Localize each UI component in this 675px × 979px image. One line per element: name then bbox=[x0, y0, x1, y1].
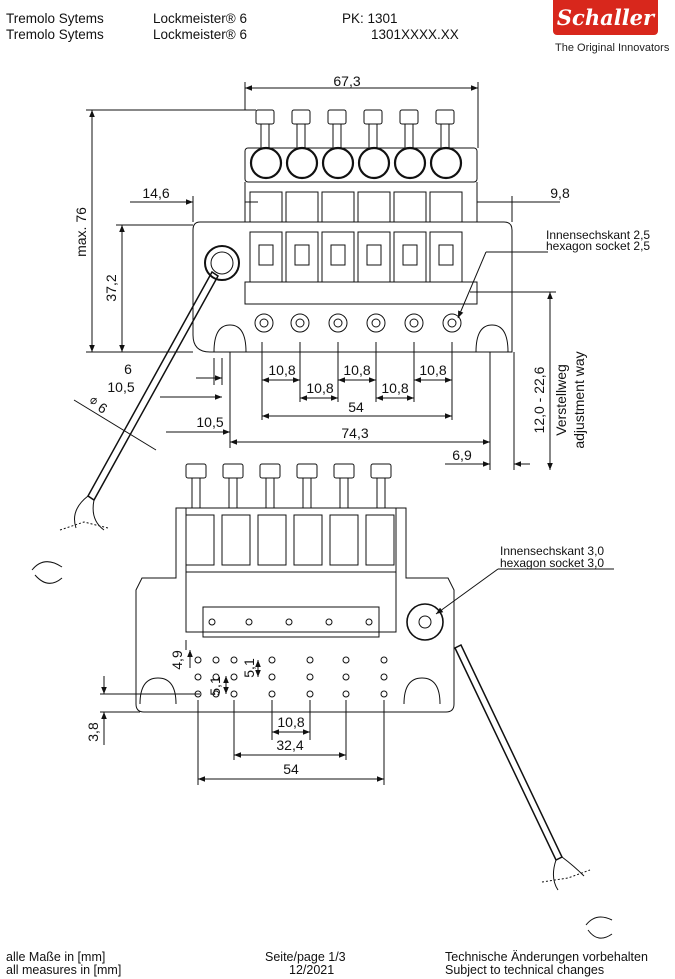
footer-units-en: all measures in [mm] bbox=[6, 963, 122, 977]
dim-spacing-5: 10,8 bbox=[419, 362, 446, 378]
dim-54-bottom: 54 bbox=[283, 761, 299, 777]
dim-9-8: 9,8 bbox=[550, 185, 570, 201]
dim-10-5-b: 10,5 bbox=[196, 414, 223, 430]
header-model-2: Lockmeister® 6 bbox=[153, 27, 247, 42]
header-article-number: 1301XXXX.XX bbox=[371, 27, 459, 42]
saddle-screws bbox=[254, 313, 462, 333]
dim-max-height: max. 76 bbox=[73, 207, 89, 257]
dim-overall-width: 67,3 bbox=[333, 73, 360, 89]
dim-10-8-bottom: 10,8 bbox=[277, 714, 304, 730]
schaller-logo: Schaller bbox=[553, 0, 658, 35]
saddles bbox=[244, 191, 478, 305]
dim-54-top: 54 bbox=[348, 399, 364, 415]
dim-74-3: 74,3 bbox=[341, 425, 368, 441]
base-plate-outline bbox=[192, 182, 513, 353]
logo-brand-text: Schaller bbox=[556, 5, 655, 30]
dim-spacing-3: 10,8 bbox=[343, 362, 370, 378]
arm-socket bbox=[204, 245, 240, 281]
top-view-dimensions bbox=[73, 82, 560, 470]
dim-6-9: 6,9 bbox=[452, 447, 472, 463]
dim-3-8: 3,8 bbox=[85, 722, 101, 742]
logo-tagline: The Original Innovators bbox=[555, 42, 670, 54]
dim-14-6: 14,6 bbox=[142, 185, 169, 201]
top-view bbox=[31, 109, 513, 584]
spring-holes bbox=[194, 656, 388, 698]
footer-notice-en: Subject to technical changes bbox=[445, 963, 605, 977]
string-lock-row bbox=[244, 146, 478, 183]
string-plate bbox=[202, 606, 380, 638]
fine-tuner-knobs bbox=[255, 109, 455, 149]
tremolo-arm-bottom bbox=[454, 643, 563, 862]
socket-3-0-de: Innensechskant 3,0 bbox=[500, 544, 604, 558]
dim-5-1-b: 5,1 bbox=[207, 676, 223, 696]
dim-spacing-4: 10,8 bbox=[381, 380, 408, 396]
footer-notice-de: Technische Änderungen vorbehalten bbox=[445, 950, 648, 964]
footer-units-de: alle Maße in [mm] bbox=[6, 950, 106, 964]
dim-spacing-1: 10,8 bbox=[268, 362, 295, 378]
footer-date: 12/2021 bbox=[289, 963, 335, 977]
dim-4-9: 4,9 bbox=[169, 650, 185, 670]
dim-10-5-a: 10,5 bbox=[107, 379, 134, 395]
dim-5-1-a: 5,1 bbox=[241, 658, 257, 678]
socket-2-5-de: Innensechskant 2,5 bbox=[546, 228, 650, 242]
dim-32-4: 32,4 bbox=[276, 737, 303, 753]
adjust-label-de: Verstellweg bbox=[553, 364, 569, 436]
diameter-symbol: ⌀ bbox=[90, 393, 97, 407]
bottom-view-dimensions bbox=[100, 568, 614, 785]
arm-socket-bottom bbox=[406, 603, 444, 641]
dim-spacing-2: 10,8 bbox=[306, 380, 333, 396]
dim-adjust-range: 12,0 - 22,6 bbox=[531, 366, 547, 433]
header-pk: PK: 1301 bbox=[342, 11, 398, 26]
footer-page: Seite/page 1/3 bbox=[265, 950, 346, 964]
dim-37-2: 37,2 bbox=[103, 274, 119, 301]
header-series-2: Tremolo Sytems bbox=[6, 27, 104, 42]
adjust-label-en: adjustment way bbox=[571, 351, 587, 448]
dim-6-left: 6 bbox=[124, 361, 132, 377]
bottom-view bbox=[135, 463, 613, 939]
bottom-body-outline bbox=[135, 507, 455, 713]
header-series-1: Tremolo Sytems bbox=[6, 11, 104, 26]
socket-3-0-en: hexagon socket 3,0 bbox=[500, 556, 604, 570]
header-model-1: Lockmeister® 6 bbox=[153, 11, 247, 26]
socket-2-5-en: hexagon socket 2,5 bbox=[546, 239, 650, 253]
bottom-fine-tuners bbox=[185, 463, 392, 509]
